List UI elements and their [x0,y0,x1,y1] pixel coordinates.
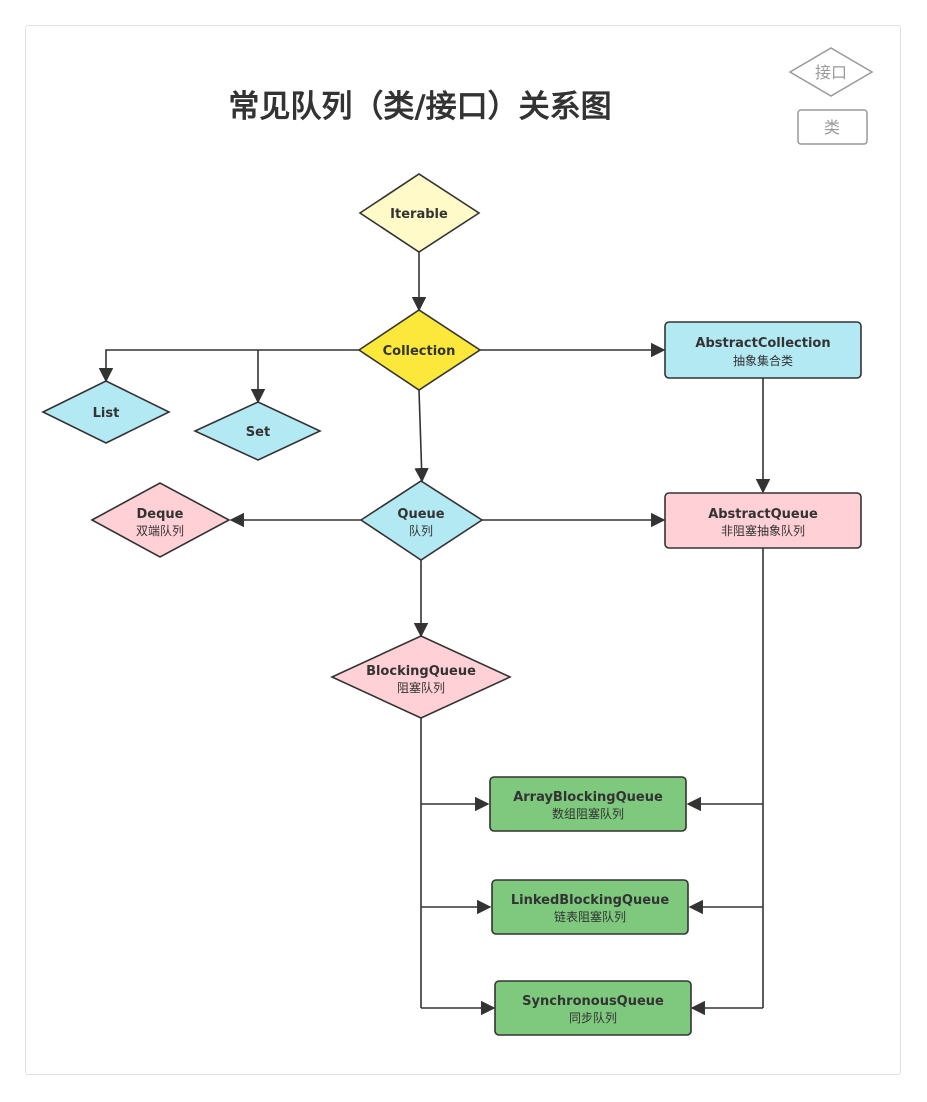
node-array-blocking-queue-name: ArrayBlockingQueue [513,790,663,805]
node-synchronous-queue-name: SynchronousQueue [522,994,664,1009]
node-linked-blocking-queue: LinkedBlockingQueue 链表阻塞队列 [491,879,689,935]
node-abstract-collection: AbstractCollection 抽象集合类 [664,321,862,379]
node-array-blocking-queue-desc: 数组阻塞队列 [552,806,624,821]
diagram-title: 常见队列（类/接口）关系图 [228,89,612,125]
node-queue: Queue 队列 [359,480,484,561]
edges [98,252,771,1016]
node-synchronous-queue: SynchronousQueue 同步队列 [494,980,692,1036]
legend: 接口 类 [788,47,874,145]
node-collection-name: Collection [383,344,456,359]
node-iterable: Iterable [358,173,481,253]
edge-collection-list [98,349,359,383]
legend-interface: 接口 [788,47,874,97]
node-abstract-queue-name: AbstractQueue [708,507,818,522]
node-list-name: List [93,406,120,421]
node-blocking-queue-name: BlockingQueue [366,664,476,679]
node-blocking-queue: BlockingQueue 阻塞队列 [330,635,512,719]
node-blocking-queue-desc: 阻塞队列 [397,680,445,695]
node-queue-name: Queue [397,507,444,522]
node-abstract-collection-desc: 抽象集合类 [733,353,793,368]
node-collection: Collection [357,309,482,391]
node-iterable-name: Iterable [390,207,448,222]
node-array-blocking-queue: ArrayBlockingQueue 数组阻塞队列 [489,776,687,832]
edge-collection-queue [414,389,429,483]
node-linked-blocking-queue-name: LinkedBlockingQueue [511,893,669,908]
node-queue-desc: 队列 [409,523,433,538]
legend-interface-label: 接口 [815,63,847,82]
node-list: List [41,380,171,444]
node-deque-desc: 双端队列 [136,523,184,538]
legend-class: 类 [797,109,868,145]
node-deque-name: Deque [137,507,184,522]
node-abstract-queue-desc: 非阻塞抽象队列 [721,523,805,538]
diagram-frame [25,25,901,1075]
legend-class-label: 类 [824,118,840,137]
node-abstract-collection-name: AbstractCollection [695,336,830,351]
node-set: Set [193,401,322,461]
node-linked-blocking-queue-desc: 链表阻塞队列 [554,909,626,924]
node-set-name: Set [246,425,270,440]
node-synchronous-queue-desc: 同步队列 [569,1010,617,1025]
node-deque: Deque 双端队列 [90,482,231,558]
node-abstract-queue: AbstractQueue 非阻塞抽象队列 [664,492,862,549]
